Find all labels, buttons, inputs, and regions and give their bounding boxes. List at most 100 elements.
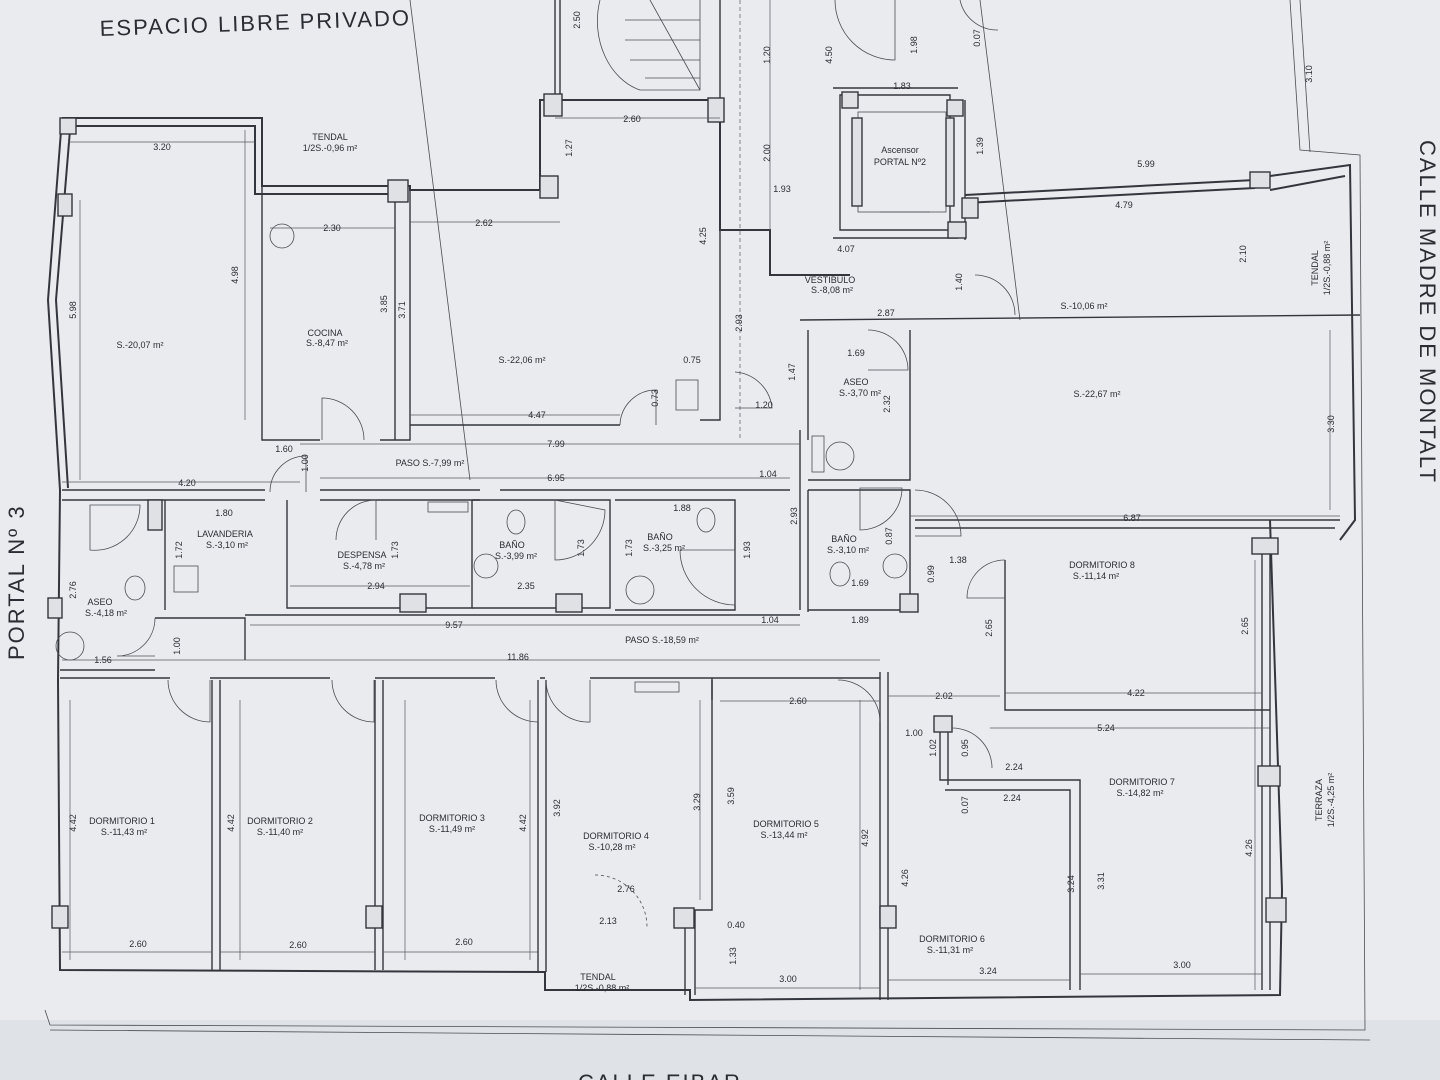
dormitorio5-area: S.-13,44 m² (760, 830, 807, 840)
dim-label: 4.42 (518, 814, 528, 832)
dormitorio2-name: DORMITORIO 2 (247, 816, 313, 826)
despensa-area: S.-4,78 m² (343, 561, 385, 571)
dim-label: 5.24 (1097, 723, 1115, 733)
dim-label: 1.39 (975, 137, 985, 155)
vestibulo-area: S.-8,08 m² (811, 285, 853, 295)
dim-label: 4.42 (68, 814, 78, 832)
dim-label: 3.24 (979, 966, 997, 976)
dim-label: 11.86 (507, 652, 529, 662)
salon-mid-area: S.-22,06 m² (498, 355, 545, 365)
bano1-name: BAÑO (499, 540, 525, 550)
dim-label: 2.76 (617, 884, 635, 894)
dim-label: 1.69 (847, 348, 865, 358)
dimension-labels: 2.50 4.50 1.98 0.07 3.10 1.20 1.83 1.39 … (68, 11, 1336, 984)
tendal-right-name: TENDAL (1310, 250, 1320, 286)
dim-label: 1.00 (300, 454, 310, 472)
dim-label: 1.56 (94, 655, 112, 665)
dormitorio7-area: S.-14,82 m² (1116, 788, 1163, 798)
cocina-area: S.-8,47 m² (306, 338, 348, 348)
paso-top-name: PASO S.-7,99 m² (396, 458, 465, 468)
dim-label: 0.99 (926, 565, 936, 583)
dim-label: 4.22 (1127, 688, 1145, 698)
dim-label: 2.10 (1238, 245, 1248, 263)
dim-label: 2.93 (734, 314, 744, 332)
dim-label: 1.73 (390, 541, 400, 559)
dim-label: 1.20 (755, 400, 773, 410)
dim-label: 2.50 (572, 11, 582, 29)
salon-right-area: S.-22,67 m² (1073, 389, 1120, 399)
dim-label: 1.98 (909, 36, 919, 54)
dim-label: 1.02 (928, 739, 938, 757)
label-calle-madre: CALLE MADRE DE MONTALT (1415, 140, 1440, 484)
lavanderia-name: LAVANDERIA (197, 529, 253, 539)
dim-label: 6.95 (547, 473, 565, 483)
dim-label: 4.20 (178, 478, 196, 488)
dim-label: 1.72 (174, 541, 184, 559)
dormitorio2-area: S.-11,40 m² (257, 827, 303, 837)
doors (116, 0, 1016, 928)
dim-label: 4.47 (528, 410, 546, 420)
dim-label: 2.24 (1003, 793, 1021, 803)
aseo-right-name: ASEO (843, 377, 868, 387)
dormitorio3-area: S.-11,49 m² (429, 824, 475, 834)
dim-label: 2.87 (877, 308, 895, 318)
dim-label: 4.79 (1115, 200, 1133, 210)
dim-label: 1.73 (576, 539, 586, 557)
hall-right-area: S.-10,06 m² (1060, 301, 1107, 311)
dim-label: 1.88 (673, 503, 691, 513)
dim-label: 1.93 (742, 541, 752, 559)
dim-label: 2.94 (367, 581, 385, 591)
staircase (597, 0, 701, 91)
dim-label: 2.60 (623, 114, 641, 124)
dim-label: 2.13 (599, 916, 617, 926)
bano1-area: S.-3,99 m² (495, 551, 537, 561)
dim-label: 2.93 (789, 507, 799, 525)
vestibulo-name: VESTIBULO (805, 275, 856, 285)
dim-label: 4.26 (1244, 839, 1254, 857)
dormitorio3-name: DORMITORIO 3 (419, 813, 485, 823)
dim-label: 2.60 (455, 937, 473, 947)
dormitorio4-name: DORMITORIO 4 (583, 831, 649, 841)
dim-label: 3.10 (1304, 65, 1314, 83)
dim-label: 0.07 (960, 796, 970, 814)
dim-label: 3.31 (1096, 872, 1106, 890)
dim-label: 2.60 (289, 940, 307, 950)
dim-label: 1.80 (215, 508, 233, 518)
dim-label: 3.24 (1066, 875, 1076, 893)
dim-label: 4.98 (230, 266, 240, 284)
tendal-bottom-area: 1/2S.-0,88 m² (575, 983, 630, 993)
dim-label: 3.85 (379, 295, 389, 313)
dim-label: 1.00 (172, 637, 182, 655)
dim-label: 4.25 (698, 227, 708, 245)
dim-label: 1.04 (761, 615, 779, 625)
living-left-area: S.-20,07 m² (116, 340, 163, 350)
dim-label: 7.99 (547, 439, 565, 449)
dormitorio4-area: S.-10,28 m² (588, 842, 635, 852)
dim-label: 6.87 (1123, 513, 1141, 523)
dormitorio8-area: S.-11,14 m² (1073, 571, 1119, 581)
dormitorio8-name: DORMITORIO 8 (1069, 560, 1135, 570)
lavanderia-area: S.-3,10 m² (206, 540, 248, 550)
despensa-name: DESPENSA (337, 550, 386, 560)
dormitorio6-area: S.-11,31 m² (927, 945, 973, 955)
dim-label: 5.99 (1137, 159, 1155, 169)
dim-label: 0.87 (884, 527, 894, 545)
bano3-name: BAÑO (831, 534, 857, 544)
bano2-name: BAÑO (647, 532, 673, 542)
dormitorio7-name: DORMITORIO 7 (1109, 777, 1175, 787)
elevator (851, 111, 955, 213)
dim-label: 0.40 (727, 920, 745, 930)
dim-label: 3.59 (726, 787, 736, 805)
dim-label: 2.32 (882, 395, 892, 413)
bano3-area: S.-3,10 m² (827, 545, 869, 555)
dim-label: 2.30 (323, 223, 341, 233)
dim-label: 1.38 (949, 555, 967, 565)
dimension-lines (62, 0, 1340, 990)
site-boundary (44, 0, 1371, 1041)
label-calle-eibar: CALLE EIBAR (578, 1070, 742, 1080)
dim-label: 1.40 (954, 273, 964, 291)
bathroom-fixtures (55, 223, 908, 693)
dim-label: 2.60 (789, 696, 807, 706)
dim-label: 1.60 (275, 444, 293, 454)
